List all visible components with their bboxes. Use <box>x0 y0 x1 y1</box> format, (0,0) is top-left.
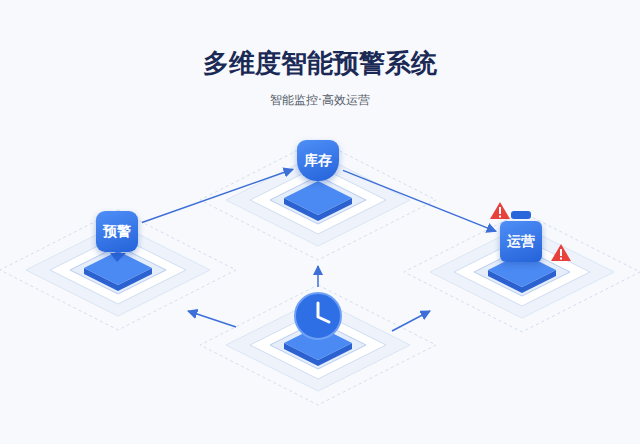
bubble-tail <box>110 253 126 262</box>
platform <box>200 140 436 260</box>
flow-arrow <box>142 169 293 222</box>
subtitle: 智能监控·高效运营 <box>0 92 640 109</box>
flow-arrow <box>343 170 496 231</box>
icon-box: 预警 <box>96 211 138 252</box>
warning-icon <box>551 244 571 261</box>
clipboard-tab <box>511 211 531 219</box>
icon-box: 运营 <box>500 221 542 262</box>
platform <box>200 285 436 405</box>
flow-arrow <box>188 311 236 327</box>
icon-box: 库存 <box>297 140 339 181</box>
icon-label: 预警 <box>103 223 131 240</box>
clock-icon <box>295 293 341 339</box>
warning-icon <box>490 202 510 219</box>
platform <box>404 212 640 332</box>
icon-label: 库存 <box>304 152 332 169</box>
flow-arrow <box>392 311 430 331</box>
title: 多维度智能预警系统 <box>0 46 640 81</box>
platform <box>0 210 236 330</box>
icon-label: 运营 <box>507 233 535 250</box>
flow-arrow <box>317 266 319 287</box>
